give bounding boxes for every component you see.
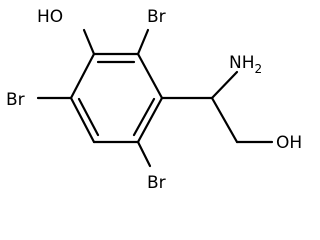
amino-label: NH2 xyxy=(229,53,262,76)
ring-double-bond-c5-c6 xyxy=(77,97,100,137)
bromo-bottom-label: Br xyxy=(147,173,166,193)
ring-bond-c6-c1 xyxy=(69,52,96,100)
amino-label-main: NH xyxy=(229,53,255,73)
ring-double-bond-c3-c4 xyxy=(132,97,156,137)
hydroxyl-side-label: OH xyxy=(276,133,302,153)
bond-to-methylene xyxy=(210,96,239,144)
bromo-top-label: Br xyxy=(147,7,166,27)
amino-subscript: 2 xyxy=(255,62,263,76)
ring-bond-c5-c6 xyxy=(69,96,96,144)
substituent-bonds xyxy=(36,28,274,168)
bond-to-bromo-bottom xyxy=(136,140,152,168)
benzene-ring xyxy=(69,52,164,144)
bond-to-amino xyxy=(210,70,239,100)
bromo-left-label: Br xyxy=(6,90,25,110)
bond-to-bromo-top xyxy=(136,28,150,56)
ring-bond-c2-c3 xyxy=(136,52,164,100)
ring-bond-c3-c4 xyxy=(136,96,164,144)
atom-labels: HO Br Br Br NH2 OH xyxy=(6,7,302,193)
structural-formula: HO Br Br Br NH2 OH xyxy=(6,7,302,193)
bond-to-hydroxyl-top xyxy=(82,28,96,56)
hydroxyl-top-label: HO xyxy=(37,7,63,27)
